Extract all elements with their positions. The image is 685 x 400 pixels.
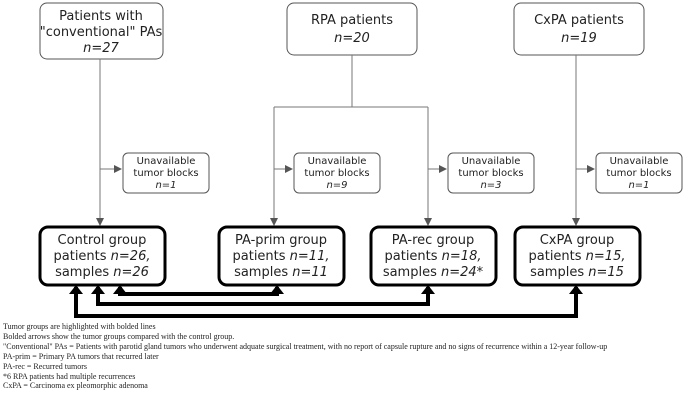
group-patients: patients n=11, [233,249,330,264]
cxpa-line1: CxPA patients [534,13,624,28]
conventional-patients-box: Patients with "conventional" PAs n=27 [39,2,164,60]
unavailable-box-rec: Unavailable tumor blocks n=3 [447,152,535,194]
arrowhead [270,285,284,294]
unavailable-line1: Unavailable [308,156,367,167]
arrow-control-cxpa [74,287,578,318]
group-title: CxPA group [540,233,615,248]
cxpa-group-box: CxPA group patients n=15, samples n=15 [513,225,642,287]
rpa-patients-box: RPA patients n=20 [286,2,418,56]
group-samples: samples n=11 [234,265,328,280]
unavailable-line2: tumor blocks [133,168,198,179]
conventional-n: n=27 [83,41,119,56]
cxpa-patients-box: CxPA patients n=19 [513,2,645,56]
thin-connectors [96,55,595,226]
unavailable-box-cxpa: Unavailable tumor blocks n=1 [595,152,683,194]
pa-rec-group-box: PA-rec group patients n=18, samples n=24… [369,225,498,287]
unavailable-n: n=1 [155,180,176,191]
unavailable-line2: tumor blocks [304,168,369,179]
cxpa-n: n=19 [561,31,597,46]
group-samples: samples n=26 [55,265,149,280]
footnote: CxPA = Carcinoma ex pleomorphic adenoma [3,381,148,391]
group-samples: samples n=15 [530,265,624,280]
pa-prim-group-box: PA-prim group patients n=11, samples n=1… [217,225,346,287]
group-title: PA-prim group [235,233,327,248]
footnotes: Tumor groups are highlighted with bolded… [3,322,683,391]
arrow-control-prim [118,287,279,296]
group-title: Control group [58,233,147,248]
group-samples: samples n=24* [383,265,484,280]
comparison-arrows [69,285,583,318]
group-title: PA-rec group [392,233,474,248]
unavailable-n: n=1 [628,180,649,191]
arrowhead [69,285,83,294]
footnote: Tumor groups are highlighted with bolded… [3,322,156,331]
footnote: PA-rec = Recurred tumors [3,361,87,371]
footnote: PA-prim = Primary PA tumors that recurre… [3,351,159,361]
unavailable-line1: Unavailable [462,156,521,167]
conventional-line1: Patients with [59,9,143,24]
footnote: "Conventional" PAs = Patients with parot… [3,341,608,351]
rpa-line1: RPA patients [311,13,393,28]
arrowhead [91,285,105,294]
group-patients: patients n=18, [385,249,482,264]
arrow-control-rec [96,287,430,306]
unavailable-n: n=3 [480,180,501,191]
unavailable-box-conventional: Unavailable tumor blocks n=1 [122,152,210,194]
unavailable-line2: tumor blocks [606,168,671,179]
unavailable-n: n=9 [326,180,347,191]
group-patients: patients n=26, [54,249,151,264]
control-group-box: Control group patients n=26, samples n=2… [38,225,167,287]
unavailable-line1: Unavailable [610,156,669,167]
rpa-n: n=20 [334,31,370,46]
arrowhead [421,285,435,294]
conventional-line2: "conventional" PAs [40,25,163,40]
unavailable-line2: tumor blocks [458,168,523,179]
unavailable-box-prim: Unavailable tumor blocks n=9 [293,152,381,194]
unavailable-line1: Unavailable [137,156,196,167]
footnote: *6 RPA patients had multiple recurrences [3,371,136,381]
arrowhead [113,285,127,294]
arrowhead [569,285,583,294]
footnote: Bolded arrows show the tumor groups comp… [3,331,235,341]
group-patients: patients n=15, [529,249,626,264]
